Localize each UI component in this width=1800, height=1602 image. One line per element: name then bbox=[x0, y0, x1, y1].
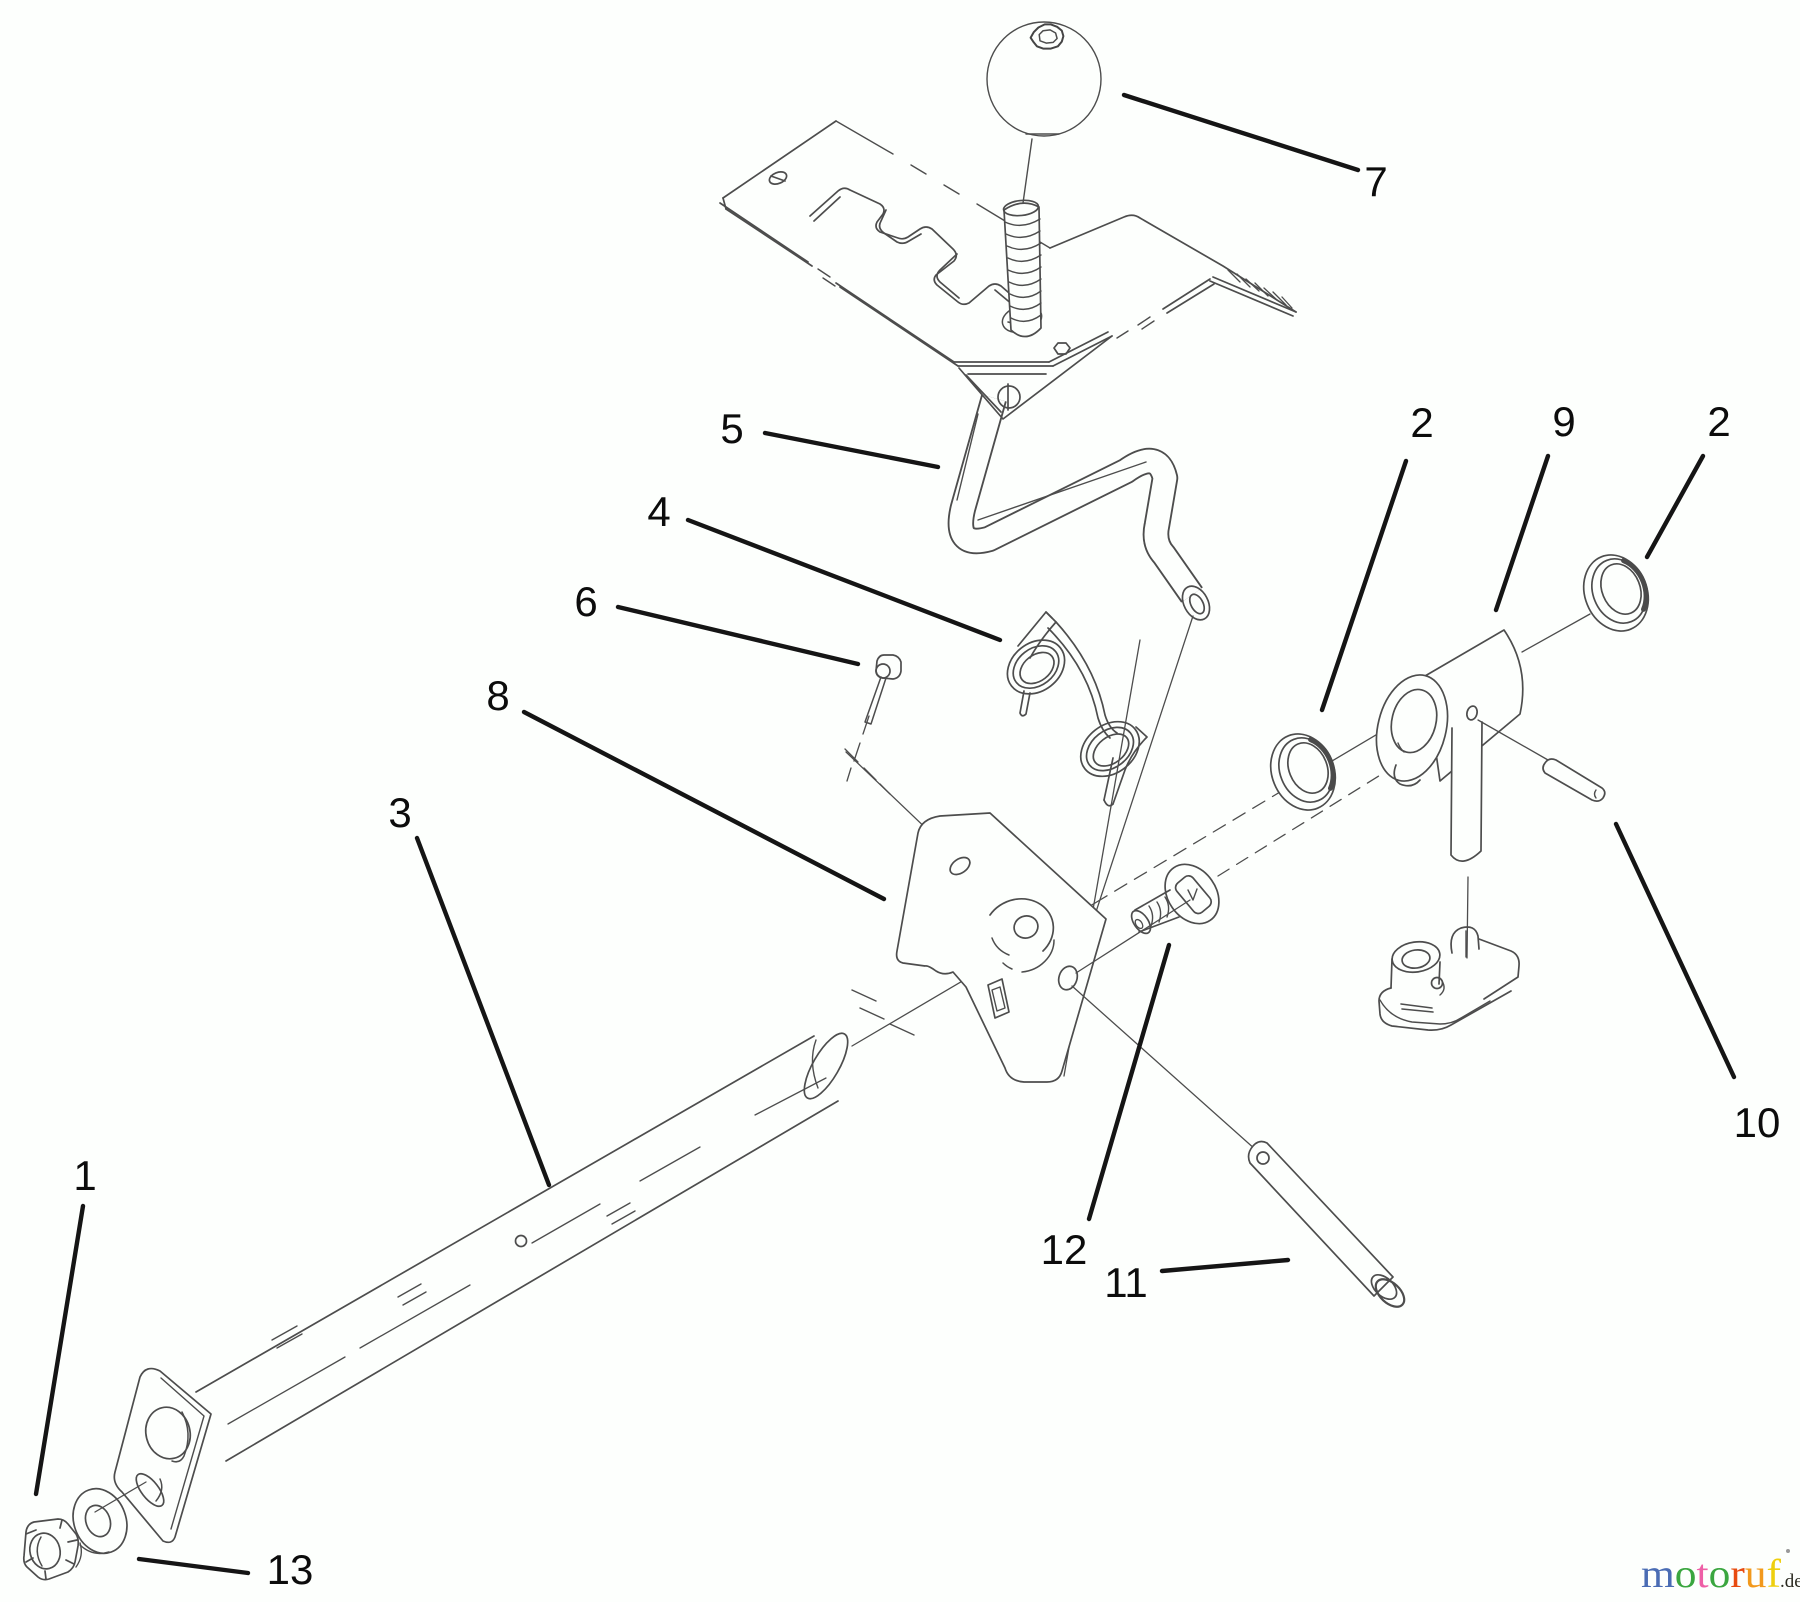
svg-text:9: 9 bbox=[1552, 398, 1575, 445]
svg-text:7: 7 bbox=[1364, 158, 1387, 205]
svg-text:2: 2 bbox=[1410, 399, 1433, 446]
svg-text:11: 11 bbox=[1104, 1259, 1148, 1306]
svg-text:.de: .de bbox=[1780, 1571, 1800, 1592]
svg-text:12: 12 bbox=[1041, 1226, 1088, 1273]
svg-text:8: 8 bbox=[486, 672, 509, 719]
svg-text:13: 13 bbox=[267, 1546, 314, 1593]
svg-text:6: 6 bbox=[574, 578, 597, 625]
svg-text:3: 3 bbox=[388, 789, 411, 836]
svg-text:1: 1 bbox=[73, 1152, 96, 1199]
svg-text:10: 10 bbox=[1734, 1099, 1781, 1146]
svg-text:motoruf: motoruf bbox=[1641, 1551, 1782, 1596]
svg-text:4: 4 bbox=[647, 488, 670, 535]
svg-text:5: 5 bbox=[720, 405, 743, 452]
svg-text:2: 2 bbox=[1707, 398, 1730, 445]
